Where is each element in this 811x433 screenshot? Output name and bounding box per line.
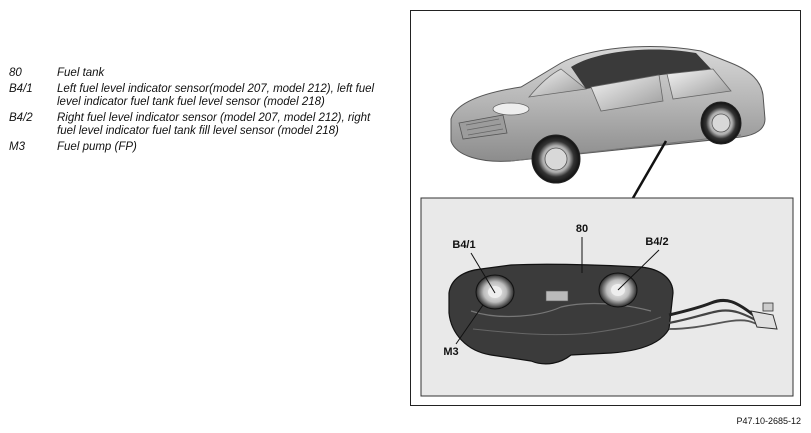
legend-text: Right fuel level indicator sensor (model… bbox=[57, 112, 371, 137]
fuel-tank-illustration bbox=[448, 263, 778, 365]
legend-list: 80 Fuel tank B4/1 Left fuel level indica… bbox=[9, 67, 389, 157]
callout-line-b4-2 bbox=[617, 249, 660, 291]
callout-line-b4-1 bbox=[470, 252, 496, 294]
callout-label-m3: M3 bbox=[443, 346, 458, 358]
legend-item-right-sensor: B4/2 Right fuel level indicator sensor (… bbox=[9, 112, 389, 138]
legend-code: B4/2 bbox=[9, 112, 33, 124]
callout-label-80: 80 bbox=[576, 223, 588, 235]
callout-label-b4-1: B4/1 bbox=[452, 239, 475, 251]
legend-code: 80 bbox=[9, 67, 22, 79]
callout-label-b4-2: B4/2 bbox=[645, 236, 668, 248]
legend-item-fuel-tank: 80 Fuel tank bbox=[9, 67, 389, 80]
legend-code: B4/1 bbox=[9, 83, 33, 95]
legend-text: Fuel tank bbox=[57, 67, 105, 79]
legend-code: M3 bbox=[9, 141, 25, 153]
legend-text: Fuel pump (FP) bbox=[57, 141, 137, 153]
diagram-figure: 80 B4/1 B4/2 M3 bbox=[410, 10, 801, 406]
diagram-illustration: 80 B4/1 B4/2 M3 bbox=[420, 46, 794, 397]
legend-text: Left fuel level indicator sensor(model 2… bbox=[57, 83, 375, 108]
callout-line-m3 bbox=[455, 304, 484, 345]
legend-item-left-sensor: B4/1 Left fuel level indicator sensor(mo… bbox=[9, 83, 389, 109]
legend-item-fuel-pump: M3 Fuel pump (FP) bbox=[9, 141, 389, 154]
car-illustration bbox=[450, 46, 766, 184]
car-to-inset-leader bbox=[631, 140, 668, 199]
figure-id-caption: P47.10-2685-12 bbox=[736, 416, 801, 426]
